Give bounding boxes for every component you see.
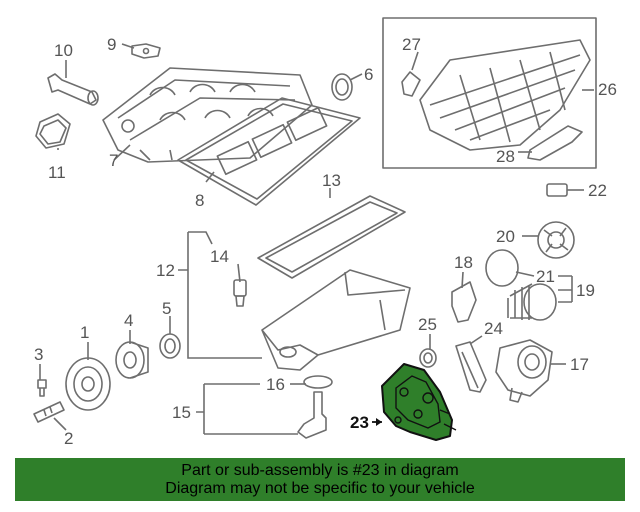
callout-12: 12 <box>156 261 175 280</box>
info-banner: Part or sub-assembly is #23 in diagram D… <box>15 458 625 501</box>
callout-25: 25 <box>418 315 437 334</box>
callout-9: 9 <box>107 35 116 54</box>
callout-20: 20 <box>496 227 515 246</box>
callout-13: 13 <box>322 171 341 190</box>
cap-seal-part[interactable] <box>35 113 71 149</box>
oil-pump-17-part[interactable] <box>495 339 553 403</box>
filter-housing-18-part[interactable] <box>451 281 477 323</box>
callout-18: 18 <box>454 253 473 272</box>
callout-7: 7 <box>109 151 118 170</box>
banner-line-2: Diagram may not be specific to your vehi… <box>165 480 475 497</box>
callout-27: 27 <box>402 35 421 54</box>
sleeve-25-part[interactable] <box>419 348 437 368</box>
shaft-seal-5-part[interactable] <box>159 333 181 359</box>
callout-2: 2 <box>64 429 73 448</box>
oil-pickup-tube-part[interactable] <box>297 375 333 439</box>
callout-14: 14 <box>210 247 229 266</box>
callout-6: 6 <box>364 65 373 84</box>
callout-16: 16 <box>266 375 285 394</box>
drain-bolt-14-part[interactable] <box>233 279 247 307</box>
callout-1: 1 <box>80 323 89 342</box>
bolt-3-part[interactable] <box>37 379 47 397</box>
o-ring-21-part[interactable] <box>485 249 519 287</box>
callout-15: 15 <box>172 403 191 422</box>
callout-10: 10 <box>54 41 73 60</box>
intake-manifold-frame <box>382 17 597 169</box>
sensor-22-part[interactable] <box>546 183 582 197</box>
valve-cover-gasket-part[interactable] <box>177 97 361 206</box>
oil-filter-part[interactable] <box>507 283 557 321</box>
callout-19: 19 <box>576 281 595 300</box>
callout-4: 4 <box>124 311 133 330</box>
shaft-seal-6-part[interactable] <box>331 73 353 101</box>
bolt-2-part[interactable] <box>33 401 65 423</box>
callout-3: 3 <box>34 345 43 364</box>
callout-17: 17 <box>570 355 589 374</box>
callout-8: 8 <box>195 191 204 210</box>
callout-28: 28 <box>496 147 515 166</box>
banner-line-1: Part or sub-assembly is #23 in diagram <box>181 462 459 479</box>
callout-5: 5 <box>162 299 171 318</box>
filter-cap-20-part[interactable] <box>537 221 575 259</box>
chain-24-part[interactable] <box>455 341 487 393</box>
gasket-28-part <box>527 125 583 161</box>
highlighted-part-23[interactable] <box>381 363 457 441</box>
leader-lines <box>39 43 594 435</box>
gasket-27-part <box>401 71 421 97</box>
crank-pulley-part[interactable] <box>65 357 111 411</box>
intake-manifold-group[interactable] <box>382 17 597 169</box>
callout-22: 22 <box>588 181 607 200</box>
small-gasket-part[interactable] <box>131 43 161 59</box>
callout-26: 26 <box>598 80 617 99</box>
pulley-hub-part[interactable] <box>115 341 149 379</box>
breather-pipe-part[interactable] <box>47 73 99 106</box>
oil-pan-part[interactable] <box>261 269 411 371</box>
callout-21: 21 <box>536 267 555 286</box>
callout-11: 11 <box>48 163 66 182</box>
oil-pan-gasket-part[interactable] <box>257 195 406 279</box>
callout-labels: 10 9 11 7 8 6 27 26 28 22 13 20 14 12 18… <box>34 35 617 448</box>
callout-23: 23 <box>350 413 369 432</box>
callout-24: 24 <box>484 319 503 338</box>
